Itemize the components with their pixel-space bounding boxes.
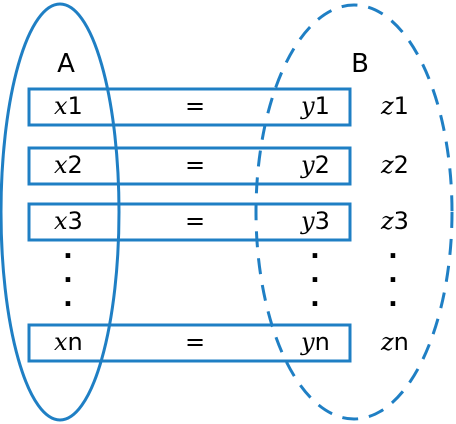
set-b-label: B — [351, 49, 369, 79]
z-element: z3 — [380, 207, 409, 235]
svg-text:.: . — [310, 259, 320, 289]
mapping-row: x3 = y3 z3 — [27, 202, 409, 242]
svg-text:.: . — [388, 259, 398, 289]
mapping-row: xn = yn zn — [27, 323, 409, 363]
mapping-row: x1 = y1 z1 — [27, 87, 409, 127]
ellipsis-dots-z: . . . — [388, 235, 398, 313]
ellipsis-dots-y: . . . — [310, 235, 320, 313]
equals-sign: = — [185, 207, 205, 235]
set-b-ellipse — [254, 3, 454, 421]
x-element: x2 — [54, 151, 83, 179]
ellipsis-dots-x: . . . — [63, 235, 73, 313]
row-box — [27, 323, 352, 363]
z-element: zn — [380, 328, 409, 356]
z-element: z1 — [380, 92, 409, 120]
equals-sign: = — [185, 151, 205, 179]
svg-text:.: . — [63, 259, 73, 289]
svg-text:.: . — [63, 235, 73, 265]
row-box — [27, 202, 352, 242]
y-element: y1 — [300, 92, 330, 120]
x-element: x1 — [54, 92, 83, 120]
svg-text:.: . — [63, 283, 73, 313]
equals-sign: = — [185, 328, 205, 356]
svg-text:.: . — [388, 283, 398, 313]
x-element: x3 — [54, 207, 83, 235]
x-element: xn — [54, 328, 83, 356]
svg-text:.: . — [310, 283, 320, 313]
svg-text:.: . — [388, 235, 398, 265]
row-box — [27, 87, 352, 127]
y-element: yn — [300, 328, 330, 356]
equals-sign: = — [185, 92, 205, 120]
z-element: z2 — [380, 151, 409, 179]
set-a-ellipse — [0, 2, 121, 422]
svg-text:.: . — [310, 235, 320, 265]
mapping-row: x2 = y2 z2 — [27, 146, 409, 186]
y-element: y2 — [300, 151, 330, 179]
row-box — [27, 146, 352, 186]
set-a-label: A — [57, 49, 75, 79]
y-element: y3 — [300, 207, 330, 235]
